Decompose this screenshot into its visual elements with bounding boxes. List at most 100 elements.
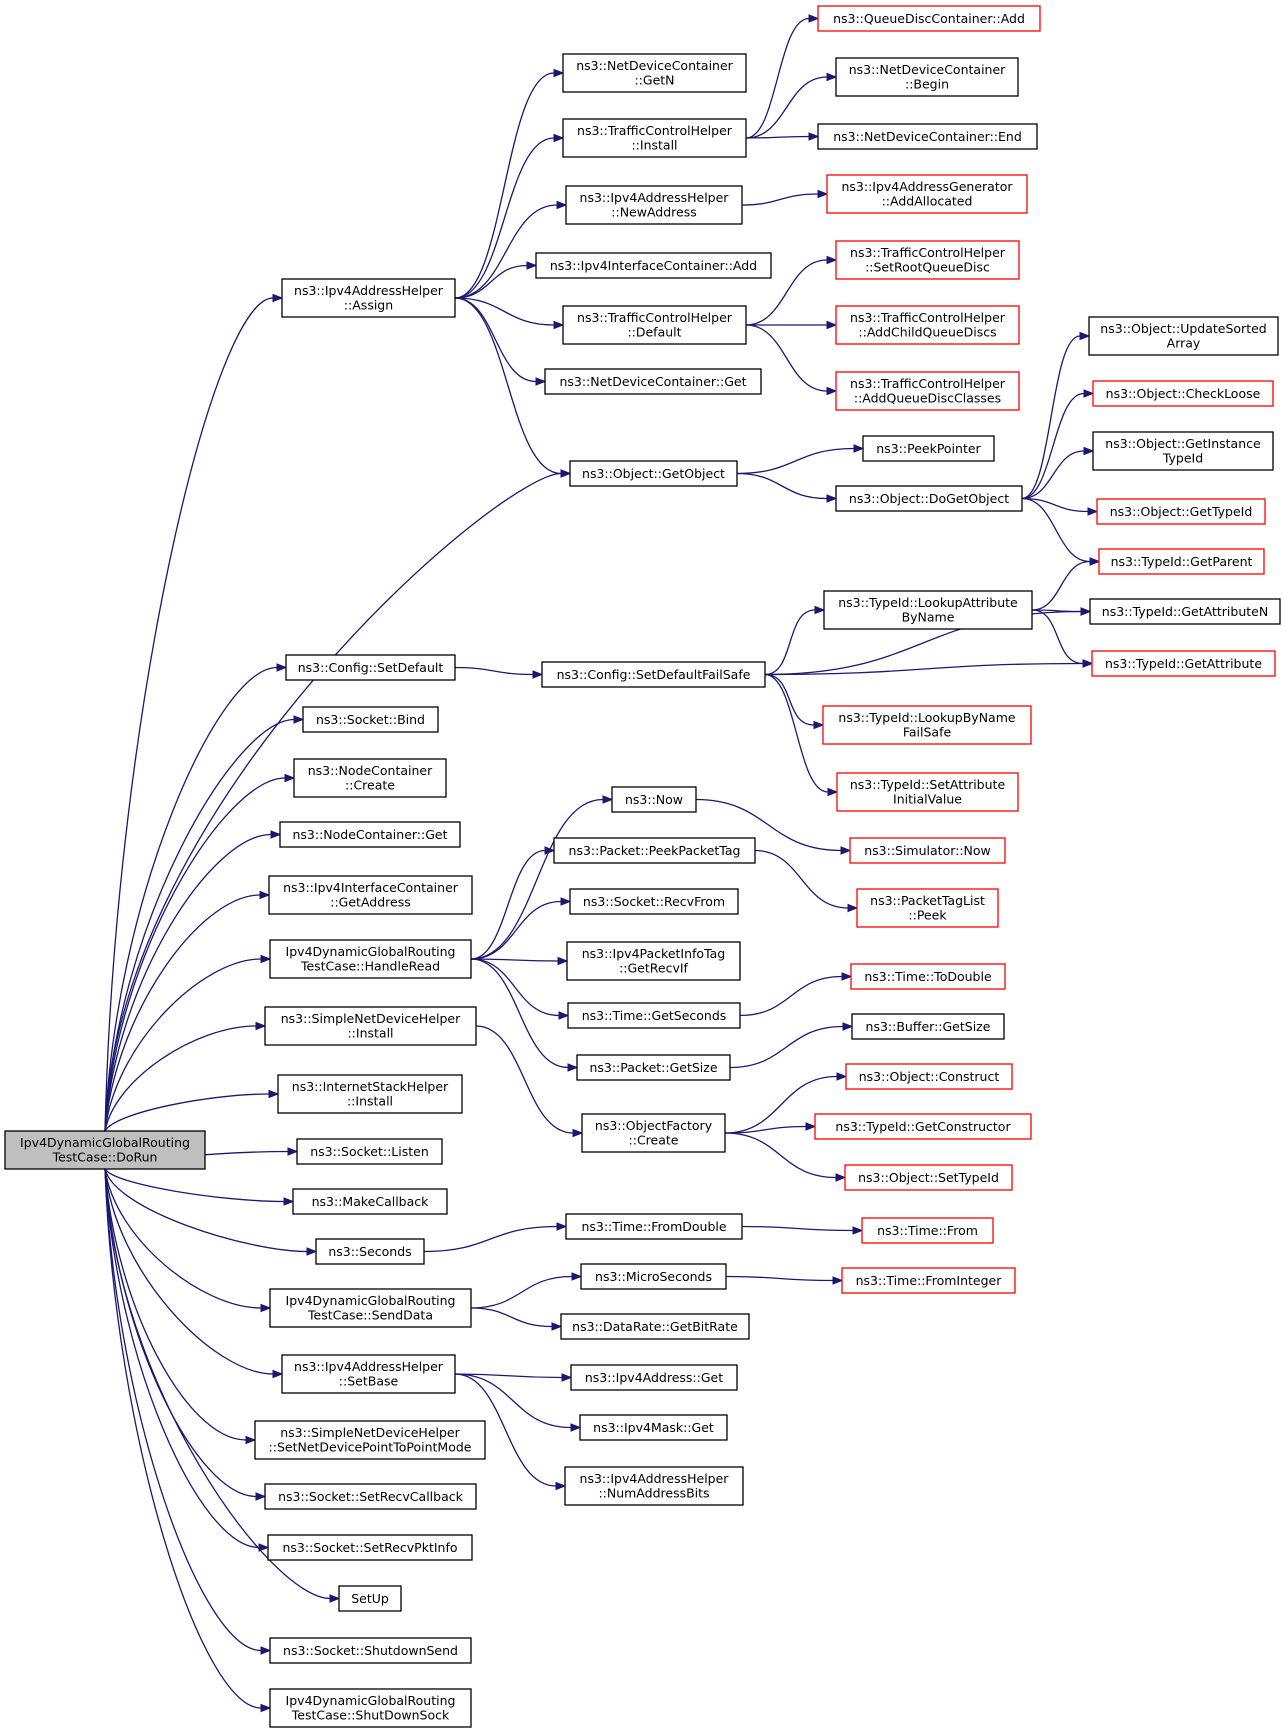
function-node-nc-create[interactable]: ns3::NodeContainer::Create xyxy=(293,758,447,798)
function-node-of-create[interactable]: ns3::ObjectFactory::Create xyxy=(581,1113,726,1153)
function-node-shutdownsend[interactable]: ns3::Socket::ShutdownSend xyxy=(269,1637,472,1664)
node-label-line: ns3::MicroSeconds xyxy=(595,1269,712,1284)
function-node-addqdclasses[interactable]: ns3::TrafficControlHelper::AddQueueDiscC… xyxy=(835,371,1020,411)
function-node-setup[interactable]: SetUp xyxy=(338,1585,402,1612)
function-node-getobject[interactable]: ns3::Object::GetObject xyxy=(569,460,738,487)
node-box xyxy=(569,460,738,487)
function-node-settypeid[interactable]: ns3::Object::SetTypeId xyxy=(844,1164,1013,1191)
node-label-line: ns3::Config::SetDefault xyxy=(298,660,444,675)
function-node-getrecvif[interactable]: ns3::Ipv4PacketInfoTag::GetRecvIf xyxy=(566,941,741,981)
edge-handleread-to-getseconds xyxy=(470,958,570,1020)
function-node-setp2p[interactable]: ns3::SimpleNetDeviceHelper::SetNetDevice… xyxy=(254,1420,486,1460)
function-node-seconds[interactable]: ns3::Seconds xyxy=(315,1238,425,1265)
function-node-handleread[interactable]: Ipv4DynamicGlobalRoutingTestCase::Handle… xyxy=(269,939,472,979)
function-node-numaddressbits[interactable]: ns3::Ipv4AddressHelper::NumAddressBits xyxy=(564,1466,744,1506)
function-node-ish-install[interactable]: ns3::InternetStackHelper::Install xyxy=(277,1074,463,1114)
function-node-shutdownsock[interactable]: Ipv4DynamicGlobalRoutingTestCase::ShutDo… xyxy=(269,1688,472,1728)
function-node-sndh-install[interactable]: ns3::SimpleNetDeviceHelper::Install xyxy=(264,1006,477,1046)
function-node-ndc-begin[interactable]: ns3::NetDeviceContainer::Begin xyxy=(835,57,1019,97)
function-node-obj-construct[interactable]: ns3::Object::Construct xyxy=(845,1063,1013,1090)
function-node-getconstructor[interactable]: ns3::TypeId::GetConstructor xyxy=(814,1113,1032,1140)
function-node-gettypeid[interactable]: ns3::Object::GetTypeId xyxy=(1096,498,1266,525)
function-node-addchildqd[interactable]: ns3::TrafficControlHelper::AddChildQueue… xyxy=(835,305,1020,345)
function-node-sim-now[interactable]: ns3::Simulator::Now xyxy=(849,837,1006,864)
function-node-microseconds[interactable]: ns3::MicroSeconds xyxy=(580,1263,727,1290)
arrowhead xyxy=(268,1089,280,1099)
function-node-frominteger[interactable]: ns3::Time::FromInteger xyxy=(841,1267,1016,1294)
function-node-tch-default[interactable]: ns3::TrafficControlHelper::Default xyxy=(562,305,747,345)
function-node-newaddress[interactable]: ns3::Ipv4AddressHelper::NewAddress xyxy=(565,185,743,225)
function-node-peekpointer[interactable]: ns3::PeekPointer xyxy=(862,435,995,462)
function-node-ptl-peek[interactable]: ns3::PacketTagList::Peek xyxy=(856,888,999,928)
arrowhead xyxy=(567,1063,579,1072)
node-label-line: ns3::Ipv4AddressHelper xyxy=(580,1471,730,1486)
edge-handleread-to-getrecvif xyxy=(470,956,569,966)
function-node-tch-install[interactable]: ns3::TrafficControlHelper::Install xyxy=(562,118,747,158)
edge-dogetobject-to-checkloose xyxy=(1021,389,1095,500)
function-node-assign[interactable]: ns3::Ipv4AddressHelper::Assign xyxy=(281,278,456,318)
node-box xyxy=(567,1002,741,1029)
arrowhead xyxy=(329,1594,341,1603)
function-node-ndc-get[interactable]: ns3::NetDeviceContainer::Get xyxy=(544,368,762,395)
function-node-now[interactable]: ns3::Now xyxy=(611,786,697,813)
arrowhead xyxy=(827,787,839,797)
function-node-checkloose[interactable]: ns3::Object::CheckLoose xyxy=(1092,380,1274,407)
function-node-ipv4addr-get[interactable]: ns3::Ipv4Address::Get xyxy=(570,1364,738,1391)
function-node-ipv4mask-get[interactable]: ns3::Ipv4Mask::Get xyxy=(579,1414,728,1441)
node-label-line: Ipv4DynamicGlobalRouting xyxy=(286,1693,456,1708)
arrowhead xyxy=(258,1543,270,1552)
function-node-getbitrate[interactable]: ns3::DataRate::GetBitRate xyxy=(560,1313,750,1340)
function-node-socket-bind[interactable]: ns3::Socket::Bind xyxy=(302,706,439,733)
arrowhead xyxy=(1082,659,1094,668)
function-node-recvfrom[interactable]: ns3::Socket::RecvFrom xyxy=(569,888,739,915)
function-node-setrecvpktinfo[interactable]: ns3::Socket::SetRecvPktInfo xyxy=(267,1534,473,1561)
function-node-pkt-getsize[interactable]: ns3::Packet::GetSize xyxy=(576,1054,731,1081)
function-node-setdefaultfailsafe[interactable]: ns3::Config::SetDefaultFailSafe xyxy=(541,661,766,688)
function-node-senddata[interactable]: Ipv4DynamicGlobalRoutingTestCase::SendDa… xyxy=(269,1288,472,1328)
arrowhead xyxy=(853,444,865,453)
node-box xyxy=(581,1113,726,1153)
function-node-getn[interactable]: ns3::NetDeviceContainer::GetN xyxy=(562,53,747,93)
function-node-setbase[interactable]: ns3::Ipv4AddressHelper::SetBase xyxy=(281,1354,456,1394)
arrowhead xyxy=(826,72,838,82)
node-label-line: InitialValue xyxy=(893,792,962,807)
function-node-dogetobject[interactable]: ns3::Object::DoGetObject xyxy=(835,485,1023,512)
function-node-fromdouble[interactable]: ns3::Time::FromDouble xyxy=(565,1213,743,1240)
node-label-line: ns3::TypeId::GetParent xyxy=(1111,554,1253,569)
node-box xyxy=(565,185,743,225)
function-node-setrootqd[interactable]: ns3::TrafficControlHelper::SetRootQueueD… xyxy=(835,240,1020,280)
function-node-getattributen[interactable]: ns3::TypeId::GetAttributeN xyxy=(1089,598,1281,625)
function-node-getseconds[interactable]: ns3::Time::GetSeconds xyxy=(567,1002,741,1029)
arrowhead xyxy=(272,293,284,303)
node-box xyxy=(277,1074,463,1114)
arrowhead xyxy=(826,494,838,503)
function-node-config-setdefault[interactable]: ns3::Config::SetDefault xyxy=(285,654,456,681)
function-node-iic-add[interactable]: ns3::Ipv4InterfaceContainer::Add xyxy=(535,252,772,279)
function-node-qdc-add[interactable]: ns3::QueueDiscContainer::Add xyxy=(817,5,1041,32)
function-node-iic-getaddress[interactable]: ns3::Ipv4InterfaceContainer::GetAddress xyxy=(268,875,473,915)
function-node-ndc-end[interactable]: ns3::NetDeviceContainer::End xyxy=(817,123,1038,150)
function-node-todouble[interactable]: ns3::Time::ToDouble xyxy=(850,963,1006,990)
arrowhead xyxy=(553,320,565,330)
function-node-addallocated[interactable]: ns3::Ipv4AddressGenerator::AddAllocated xyxy=(826,174,1028,214)
function-node-nc-get[interactable]: ns3::NodeContainer::Get xyxy=(279,821,461,848)
function-node-getparent[interactable]: ns3::TypeId::GetParent xyxy=(1098,548,1265,575)
node-box xyxy=(281,278,456,318)
node-label-line: ns3::Ipv4InterfaceContainer::Add xyxy=(550,258,757,273)
function-node-peekpackettag[interactable]: ns3::Packet::PeekPacketTag xyxy=(553,837,756,864)
function-node-buf-getsize[interactable]: ns3::Buffer::GetSize xyxy=(851,1013,1005,1040)
node-box xyxy=(285,654,456,681)
function-node-getattribute[interactable]: ns3::TypeId::GetAttribute xyxy=(1091,650,1276,677)
function-node-listen[interactable]: ns3::Socket::Listen xyxy=(296,1138,443,1165)
function-node-time-from[interactable]: ns3::Time::From xyxy=(861,1217,994,1244)
function-node-setrecvcallback[interactable]: ns3::Socket::SetRecvCallback xyxy=(264,1483,477,1510)
node-box xyxy=(302,706,439,733)
function-node-makecallback[interactable]: ns3::MakeCallback xyxy=(292,1188,448,1215)
edge-pkt-getsize-to-buf-getsize xyxy=(729,1022,854,1069)
